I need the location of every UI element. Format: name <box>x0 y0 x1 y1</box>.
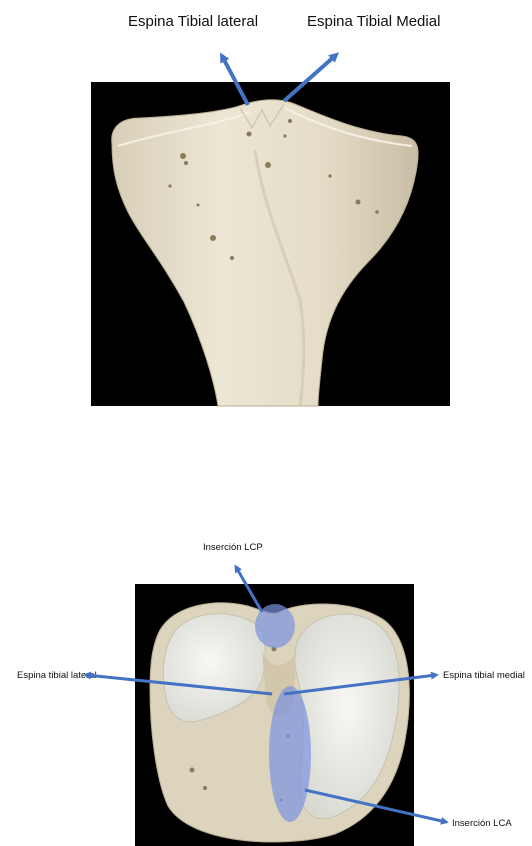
tibia-posterior-view <box>91 82 450 406</box>
lca-insertion-overlay <box>269 686 311 822</box>
